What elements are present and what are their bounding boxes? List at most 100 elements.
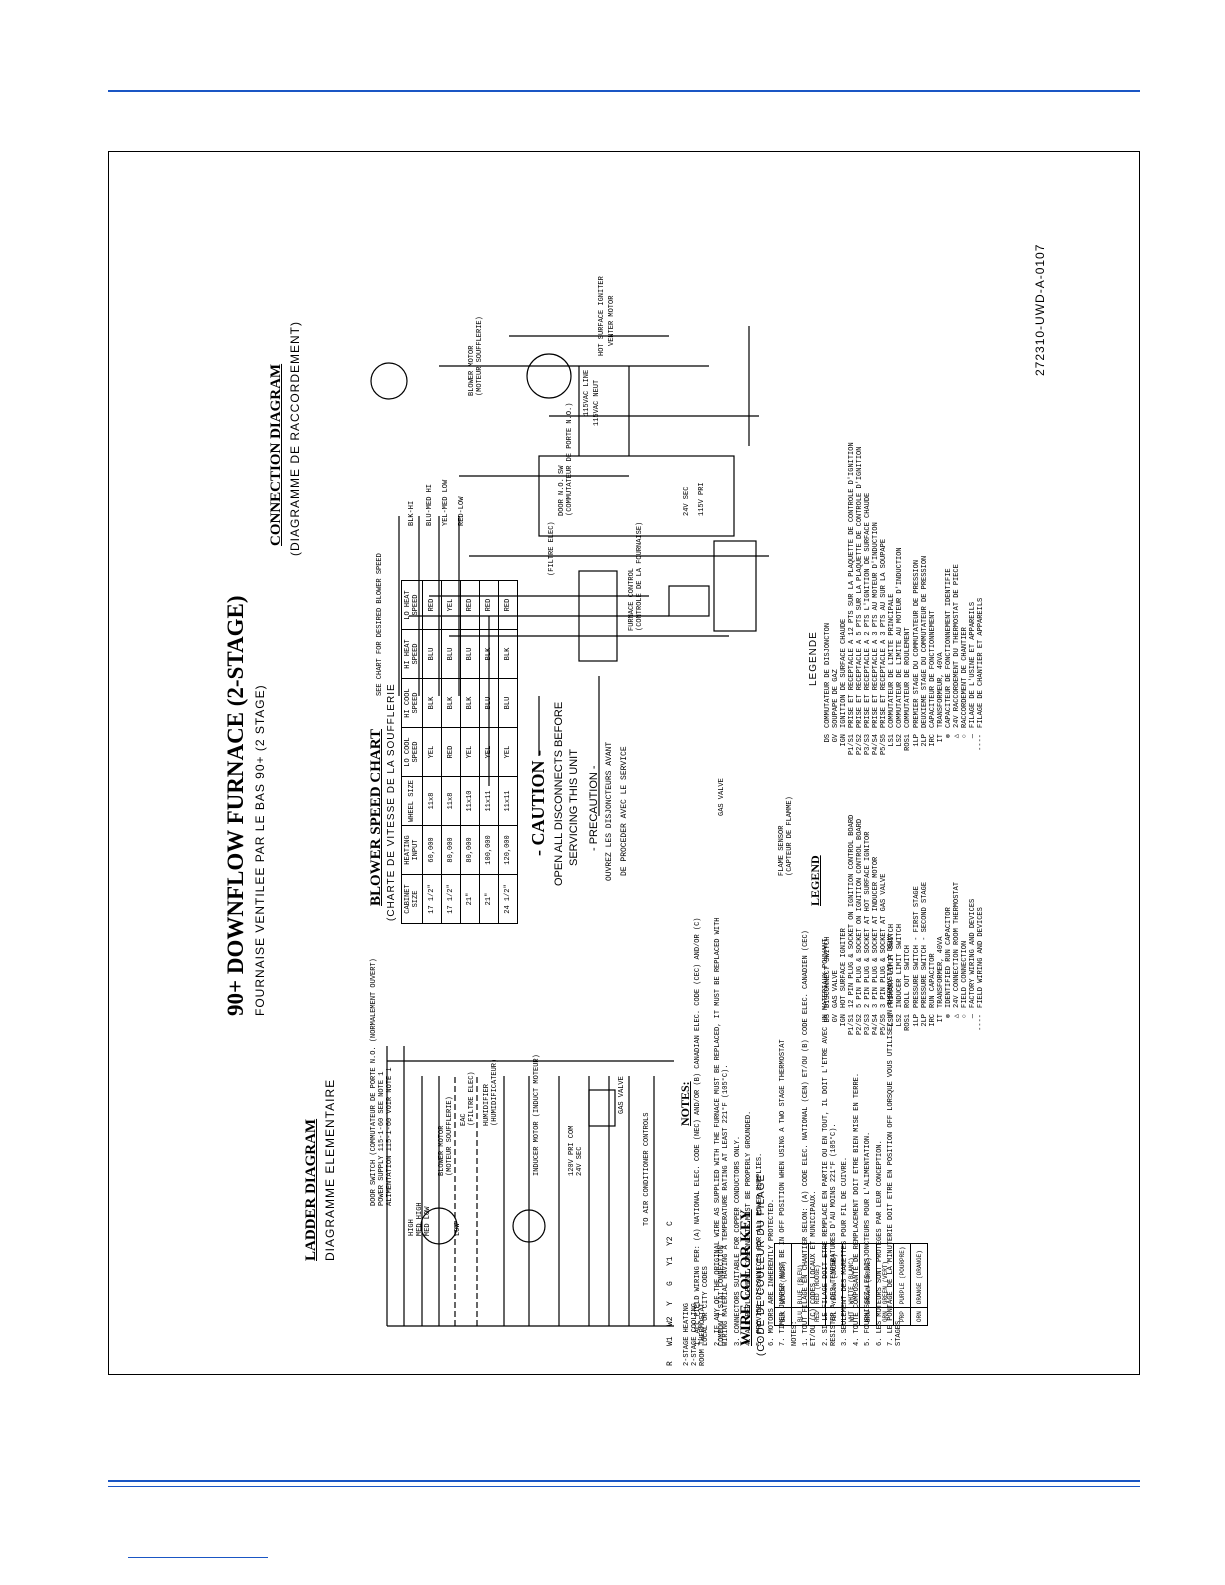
legend-code: P3/S3: [864, 1014, 873, 1036]
blower-chart-cell: 60,000: [422, 825, 442, 875]
legend-description: INDUCER LIMIT SWITCH: [896, 923, 905, 1008]
blower-chart-cell: 11x11: [479, 776, 499, 826]
drawing-number: 272310-UWD-A-0107: [1033, 243, 1047, 376]
connection-blower-motor-fr: (MOTEUR SOUFFLERIE): [476, 316, 484, 396]
ladder-label-high: HIGH: [408, 1219, 416, 1236]
legend-row: —FILAGE DE L'USINE ET APPAREILS: [969, 442, 977, 766]
legend-description: COMMUTATEUR DE ROULEMENT: [904, 627, 913, 728]
notes-title: NOTES:: [678, 1081, 692, 1126]
note-item: 7. TIMER JUMPER MUST BE IN OFF POSITION …: [779, 1039, 788, 1346]
connection-blower-motor: BLOWER MOTOR: [468, 345, 476, 396]
legend-code: P2/S2: [856, 1014, 865, 1036]
legend-en-title: LEGEND: [808, 855, 822, 906]
blower-chart-cell: YEL: [422, 727, 442, 777]
note-item: 3. CONNECTORS SUITABLE FOR COPPER CONDUC…: [733, 1135, 742, 1346]
legend-description: PRISE ET RECEPTACLE A 5 PTS SUR LA PLAQU…: [856, 446, 865, 728]
legend-code: LS1: [888, 734, 897, 747]
legend-description: RACCORDEMENT DE CHANTIER: [960, 627, 969, 728]
connection-115v-pri: 115V PRI: [698, 482, 706, 516]
legend-description: 5 PIN PLUG & SOCKET ON IGNITION CONTROL …: [856, 818, 865, 1008]
legend-row: ○ RACCORDEMENT DE CHANTIER: [961, 442, 969, 766]
blower-chart-cell: RED: [441, 727, 461, 777]
legend-description: SOUPAPE DE GAZ: [832, 669, 841, 728]
note-item: 1. ALL FIELD WIRING PER: (A) NATIONAL EL…: [694, 917, 711, 1346]
legend-description: COMMUTATEUR DE LIMITE AU MOTEUR D'INDUCT…: [896, 547, 905, 728]
blower-chart-header: LO HEAT SPEED: [401, 580, 423, 630]
legend-description: PRIMARY LIMIT SWITCH: [888, 923, 897, 1008]
blower-chart-cell: BLK: [460, 678, 480, 728]
ladder-label-med-high: MED HIGH: [416, 1202, 424, 1236]
footer-rule-thick: [108, 1480, 1140, 1482]
caution-text-2: SERVICING THIS UNIT: [568, 749, 580, 866]
connection-filter: (FILTRE ELEC): [548, 521, 556, 576]
legend-description: TRANSFORMEUR, 40VA: [936, 652, 945, 728]
blower-chart-cell: YEL: [441, 580, 461, 630]
legend-description: DEUXIEME STAGE DU COMMUTATEUR DE PRESSIO…: [920, 555, 929, 728]
legend-description: HOT SURFACE IGNITER: [840, 928, 849, 1008]
legend-row: △24V CONNECTION ROOM THERMOSTAT: [953, 815, 961, 1046]
blower-chart-cell: 11x10: [460, 776, 480, 826]
legend-code: IRC: [928, 734, 937, 747]
legend-description: IGNITION DE SURFACE CHAUDE: [840, 618, 849, 728]
connection-gas-valve: GAS VALVE: [718, 778, 726, 816]
blower-chart-cell: BLK: [422, 678, 442, 728]
legend-description: FIELD CONNECTION: [960, 940, 969, 1008]
legend-code: DS: [824, 734, 832, 743]
connection-flame-sensor: FLAME SENSOR: [778, 825, 786, 876]
caution-title-fr: - PRECAUTION -: [588, 765, 600, 851]
legend-description: PRISE ET RECEPTACLE A 12 PTS SUR LA PLAQ…: [848, 442, 857, 728]
rotated-drawing: 90+ DOWNFLOW FURNACE (2-STAGE) FOURNAISE…: [109, 152, 1141, 1376]
legend-description: FILAGE DE CHANTIER ET APPAREILS: [976, 597, 985, 728]
connection-yel-med-low: YEL-MED LOW: [442, 479, 450, 526]
blower-chart-cell: 17 1/2": [441, 874, 461, 924]
legend-code: ROS1: [904, 1014, 913, 1031]
connection-subtitle: (DIAGRAMME DE RACCORDEMENT): [288, 320, 302, 556]
ladder-terminal-c: C: [666, 1221, 675, 1226]
ladder-terminal-y: Y: [666, 1301, 675, 1306]
blower-chart-subtitle: (CHARTE DE VITESSE DE LA SOUFFLERIE: [386, 683, 397, 921]
legend-row: ----FIELD WIRING AND DEVICES: [977, 815, 985, 1046]
legend-code: ○: [960, 734, 969, 739]
legend-row: ⊗CAPACITEUR DE FONCTIONNEMENT IDENTIFIE: [945, 442, 953, 766]
blower-chart-cell: 80,000: [441, 825, 461, 875]
legend-description: PREMIER STAGE DU COMMUTATEUR DE PRESSION: [912, 559, 921, 728]
connection-115-neut: 115VAC NEUT: [593, 379, 601, 426]
connection-see-chart: SEE CHART FOR DESIRED BLOWER SPEED: [376, 553, 384, 696]
note-item: 1. TOUT FILAGE EN CHANTIER SELON: (A) CO…: [801, 930, 819, 1346]
blower-chart-cell: BLU: [422, 629, 442, 679]
blower-chart-cell: 11x11: [498, 776, 518, 826]
legend-row: ○FIELD CONNECTION: [961, 815, 969, 1046]
caution-text-1: OPEN ALL DISCONNECTS BEFORE: [553, 701, 565, 886]
blower-chart-cell: RED: [479, 580, 499, 630]
legend-code: P1/S1: [848, 734, 857, 756]
legend-code: ⊗: [944, 734, 953, 739]
blower-chart-cell: YEL: [479, 727, 499, 777]
legend-description: PRISE ET RECEPTACLE A 3 PTS AU SUR LA SO…: [880, 538, 889, 728]
blower-chart-header: CABINET SIZE: [401, 874, 423, 924]
legend-code: △: [952, 1014, 961, 1019]
legend-description: 2 PIN PLUG & SOCKET AT HOT SURFACE IGNIT…: [864, 831, 873, 1008]
legend-description: FACTORY WIRING AND DEVICES: [968, 898, 977, 1008]
blower-chart-cell: 11x8: [441, 776, 461, 826]
legend-description: PRISE ET RECEPTACLE A 2 PTS L'IGNITION D…: [864, 492, 873, 728]
